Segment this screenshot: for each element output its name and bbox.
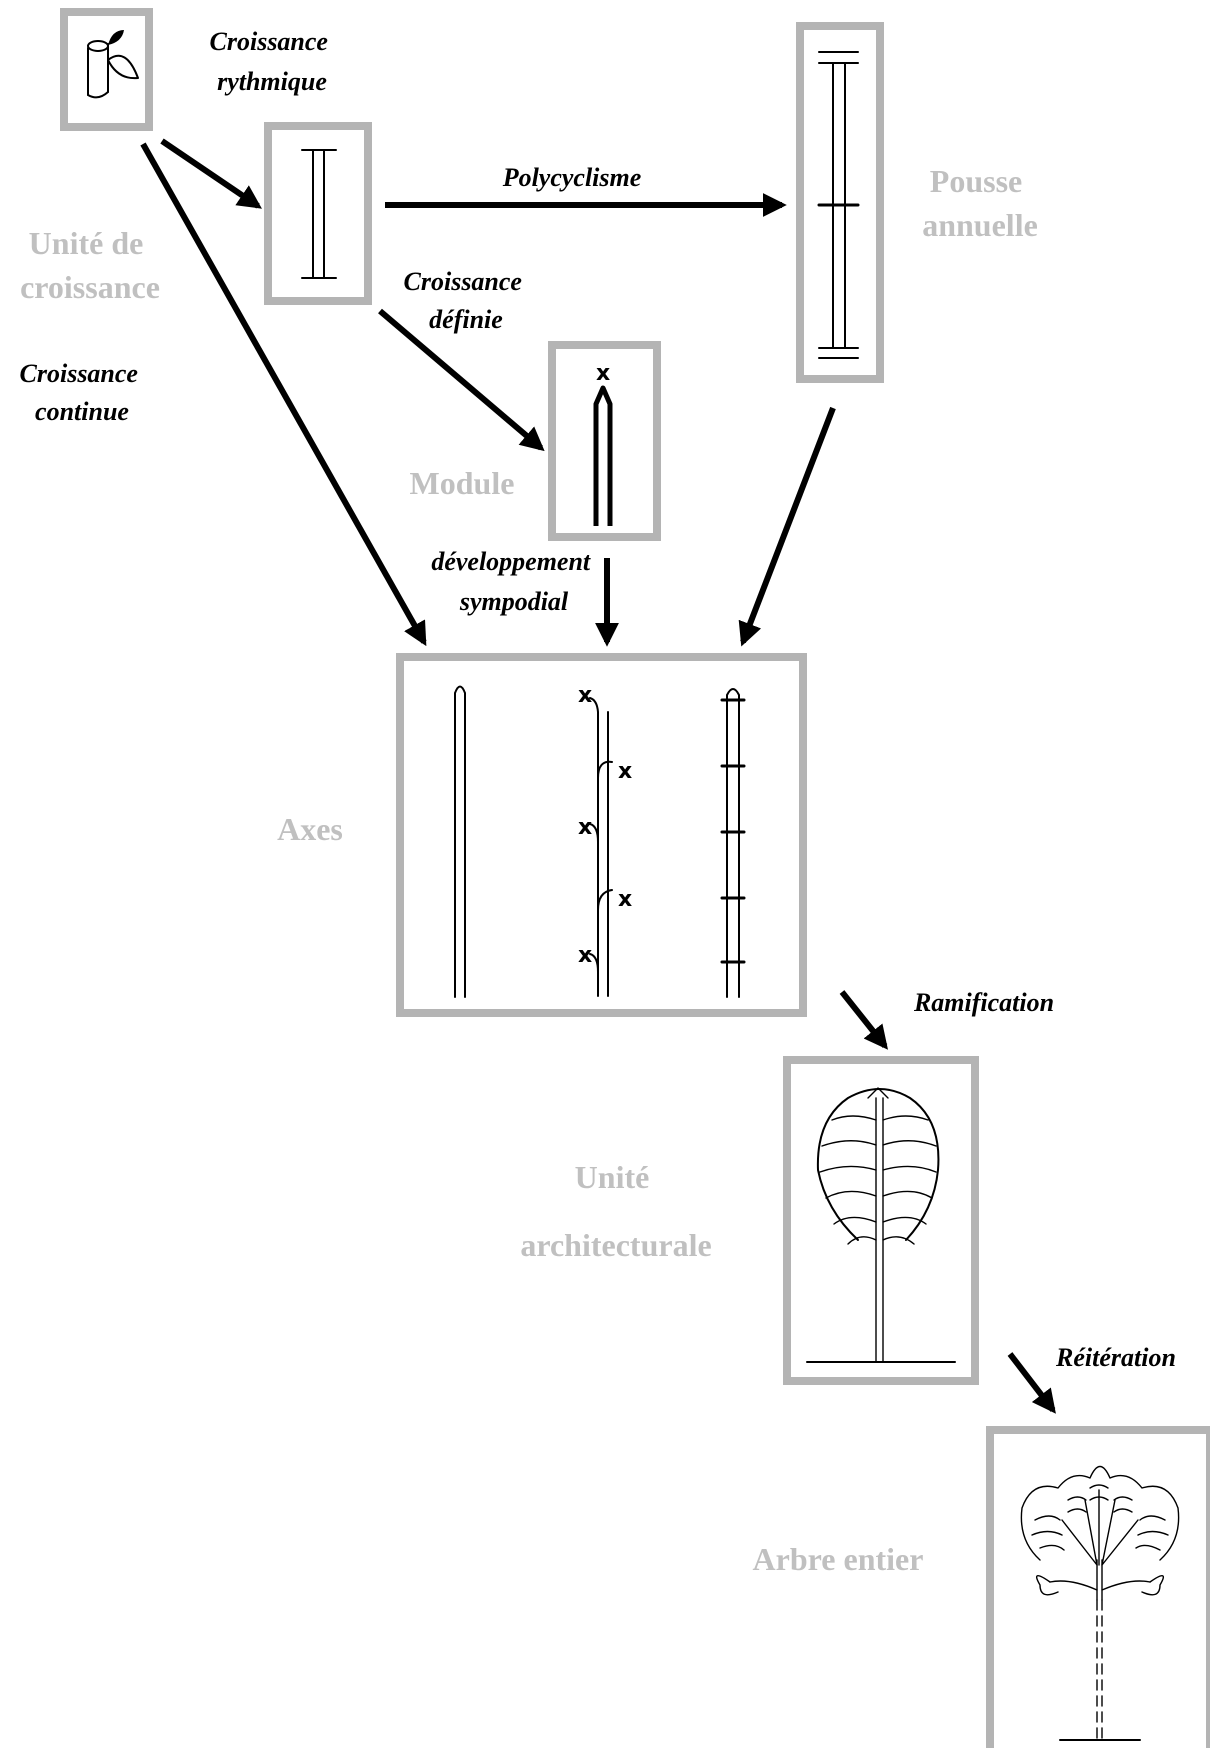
label-axes: Axes [277, 811, 343, 847]
box-annual-shoot [796, 22, 884, 383]
label-module: Module [410, 465, 515, 501]
sympodial-x-2: x [618, 759, 632, 784]
label-arbre-entier: Arbre entier [753, 1541, 924, 1577]
label-developpement-sympodial: développement sympodial [431, 547, 596, 616]
arrow-ramification [839, 990, 888, 1050]
arrow-definite-growth [378, 308, 545, 452]
label-croissance-definie: Croissance définie [404, 267, 529, 334]
arrow-to-growth-unit [160, 138, 262, 209]
label-ramification: Ramification [913, 988, 1054, 1017]
whole-tree-icon [1020, 1465, 1180, 1741]
sympodial-x-3: x [578, 815, 592, 840]
module-icon: x [593, 361, 613, 526]
axis-rhythmic [720, 688, 746, 998]
module-apex-mark: x [596, 361, 610, 386]
axis-monopodial [454, 685, 466, 998]
box-bud [60, 8, 153, 131]
label-croissance-continue: Croissance continue [20, 359, 145, 426]
label-unite-architecturale: Unité architecturale [520, 1159, 711, 1263]
sympodial-x-1: x [578, 683, 592, 708]
label-pousse-annuelle: Pousse annuelle [922, 163, 1038, 243]
box-whole-tree [986, 1426, 1210, 1748]
arrow-reiteration [1007, 1352, 1056, 1414]
label-reiteration: Réitération [1055, 1343, 1176, 1372]
box-axes [396, 653, 807, 1017]
axis-sympodial: x x x x x [578, 683, 632, 997]
box-growth-unit [264, 122, 372, 305]
box-module [548, 341, 661, 541]
box-architectural-unit [783, 1056, 979, 1385]
sympodial-x-5: x [578, 943, 592, 968]
growth-unit-icon [301, 149, 337, 279]
sympodial-x-4: x [618, 887, 632, 912]
annual-shoot-icon [817, 51, 860, 359]
label-unite-de-croissance: Unité de croissance [20, 225, 160, 305]
arrow-continuous-growth [140, 142, 427, 647]
architectural-unit-tree-icon [806, 1087, 956, 1363]
arrow-annual-to-axes [738, 406, 836, 647]
bud-icon [87, 30, 139, 99]
label-polycyclisme: Polycyclisme [502, 163, 642, 192]
label-croissance-rythmique: Croissance rythmique [210, 27, 335, 96]
